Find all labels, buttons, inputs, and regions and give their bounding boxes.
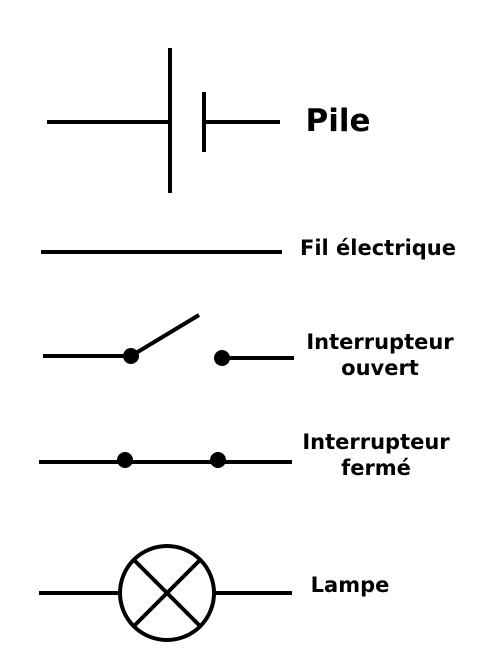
lamp-label: Lampe: [310, 573, 390, 597]
closed-switch-symbol: [39, 452, 292, 468]
battery-symbol: [47, 48, 280, 193]
open-switch-label-line-1: Interrupteur: [306, 330, 454, 354]
closed-switch-label-line-2: fermé: [341, 455, 411, 480]
closed-switch-label: Interrupteur fermé: [296, 430, 456, 481]
lamp-symbol: [39, 544, 292, 642]
lamp-cross-line-2: [132, 558, 202, 628]
open-switch-left-terminal: [123, 348, 139, 364]
closed-switch-label-line-1: Interrupteur: [302, 430, 450, 454]
open-switch-label: Interrupteur ouvert: [300, 330, 460, 381]
battery-label: Pile: [305, 103, 371, 139]
closed-switch-left-terminal: [117, 452, 133, 468]
open-switch-symbol: [43, 313, 294, 366]
open-switch-label-line-2: ouvert: [341, 355, 419, 380]
open-switch-lever: [129, 313, 201, 358]
closed-switch-right-terminal: [210, 452, 226, 468]
wire-label: Fil électrique: [299, 236, 456, 260]
